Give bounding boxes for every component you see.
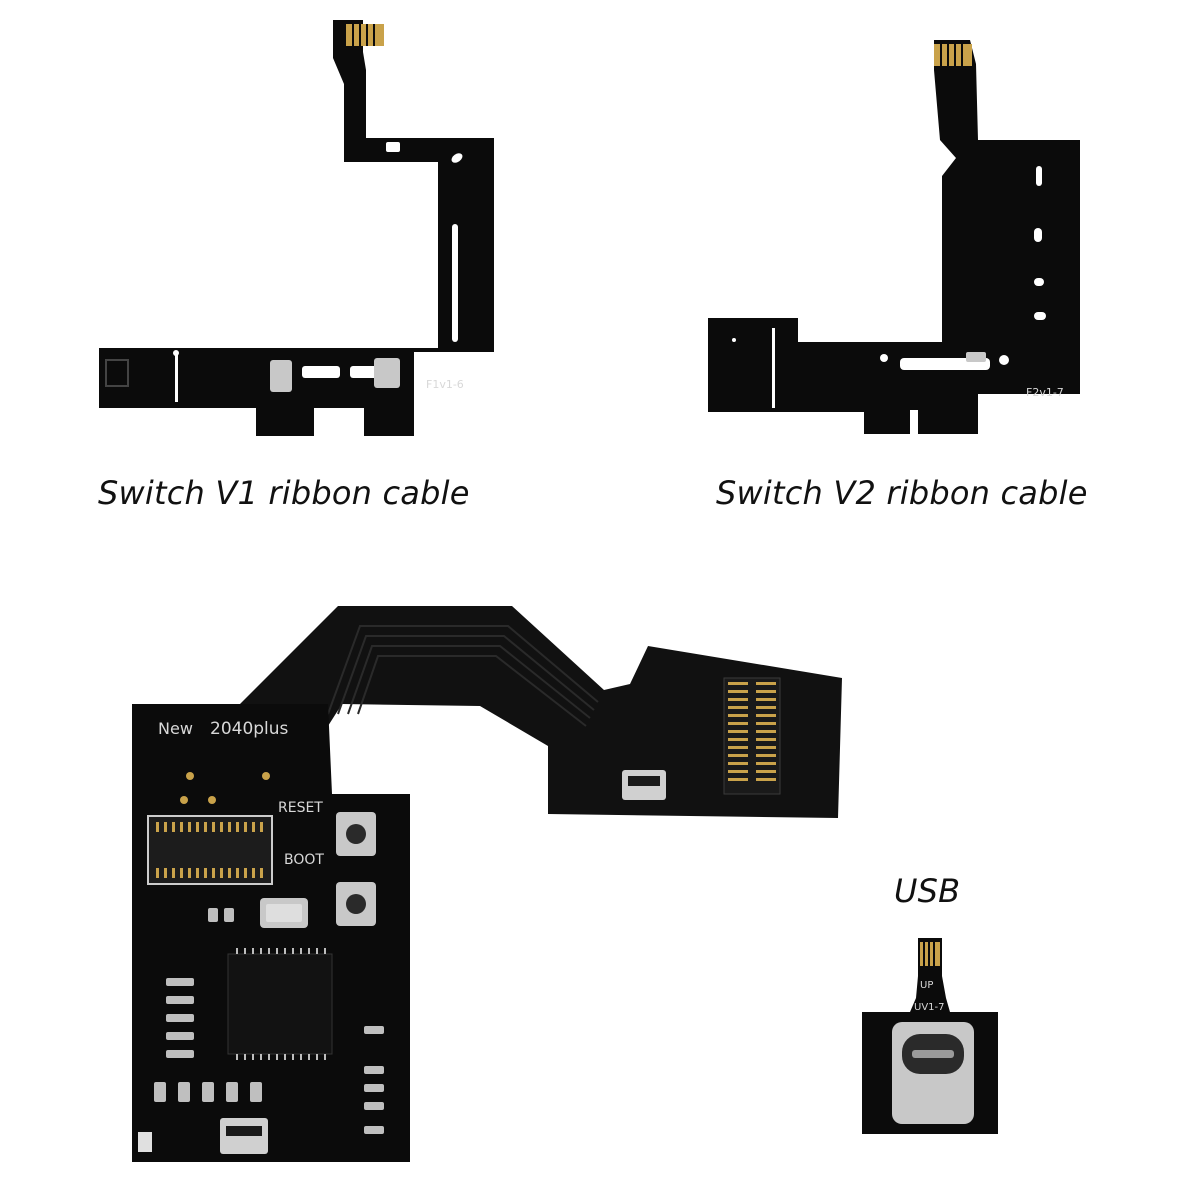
v1-code-label: F1v1-6 — [426, 378, 464, 391]
boot-button-cap — [346, 894, 366, 914]
board-new-label: New — [158, 719, 193, 738]
usb-up-label: UP — [920, 980, 933, 991]
reset-button-cap — [346, 824, 366, 844]
board-model-label: 2040plus — [210, 719, 289, 739]
usb-c-module: UP UV1-7 — [858, 938, 1008, 1138]
v1-ribbon-cable: F1v1-6 — [96, 20, 496, 440]
boot-label: BOOT — [284, 852, 324, 868]
v2-code-label: F2v1-7 — [1026, 386, 1064, 399]
v1-caption: Switch V1 ribbon cable — [98, 474, 470, 512]
v2-ribbon-cable: F2v1-7 — [704, 40, 1088, 440]
reset-label: RESET — [278, 800, 323, 816]
usb-code-label: UV1-7 — [914, 1002, 945, 1013]
v2-caption: Switch V2 ribbon cable — [716, 474, 1088, 512]
usb-caption: USB — [894, 872, 961, 910]
2040plus-board: New 2040plus RESET BOOT — [128, 586, 848, 1166]
